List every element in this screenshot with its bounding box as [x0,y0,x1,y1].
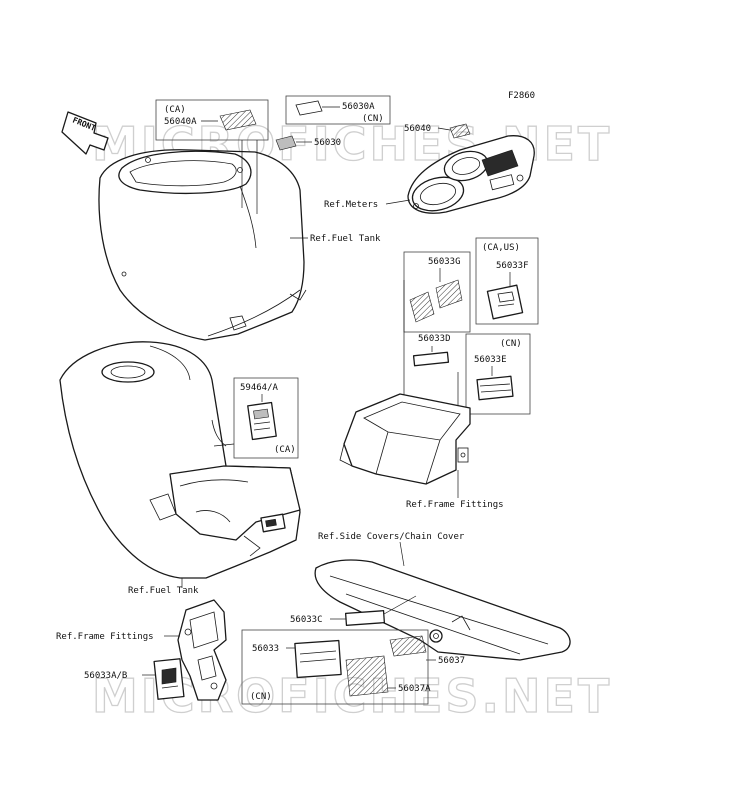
part-56037a-label: 56037A [398,684,431,694]
ref-fuel-tank-bottom-label: Ref.Fuel Tank [128,586,199,596]
part-56033d-label: 56033D [418,334,451,344]
ca-us-label: (CA,US) [482,243,520,253]
decal-56033f [486,284,524,320]
frame-fitting-bracket [177,599,227,701]
decal-56030 [275,135,297,151]
ca-mid-label: (CA) [274,445,296,455]
part-56040a-label: 56040A [164,117,197,127]
cn-mid-label: (CN) [500,339,522,349]
part-56037-label: 56037 [438,656,465,666]
ref-fuel-tank-top-label: Ref.Fuel Tank [310,234,381,244]
part-56033g-label: 56033G [428,257,461,267]
part-56030a-label: 56030A [342,102,375,112]
decal-56037 [389,635,427,657]
part-56033c-label: 56033C [290,615,323,625]
ref-meters-label: Ref.Meters [324,200,378,210]
cn-bottom-label: (CN) [250,692,272,702]
chain-cover [314,559,571,661]
part-56033e-label: 56033E [474,355,507,365]
part-56040-label: 56040 [404,124,431,134]
part-56030-label: 56030 [314,138,341,148]
ref-frame-fittings-left-label: Ref.Frame Fittings [56,632,154,642]
fuel-tank-upper [98,149,307,341]
ref-side-covers-label: Ref.Side Covers/Chain Cover [318,532,465,542]
part-56033ab-label: 56033A/B [84,671,127,681]
decal-56033d [412,351,450,367]
cn-56033e-box [465,333,531,415]
decal-56033e [476,375,514,401]
decal-56033 [294,639,342,679]
ref-frame-fittings-right-label: Ref.Frame Fittings [406,500,504,510]
decal-56030a [295,100,323,116]
decal-56033g-right [435,279,463,309]
frame-fitting-tray [339,393,471,485]
decal-56037a [345,655,389,697]
decal-59464a [247,401,277,441]
part-59464a-label: 59464/A [240,383,279,393]
ca-us-56033f-box [475,237,539,325]
decal-56033g-left [409,291,435,323]
fuel-tank-lower [59,341,301,579]
part-56033f-label: 56033F [496,261,529,271]
part-56033-label: 56033 [252,644,279,654]
cn-top-label: (CN) [362,114,384,124]
decal-56040a [219,109,257,131]
ca-56040a-box [155,99,269,141]
cn-lower-box [241,629,429,705]
ca-59464a-box [233,377,299,459]
figure-code: F2860 [508,91,535,101]
decal-56033c [344,610,386,626]
ca-top-label: (CA) [164,105,186,115]
meter-cluster [407,135,535,214]
decal-56040 [449,123,471,139]
cn-56030a-box [285,95,391,125]
